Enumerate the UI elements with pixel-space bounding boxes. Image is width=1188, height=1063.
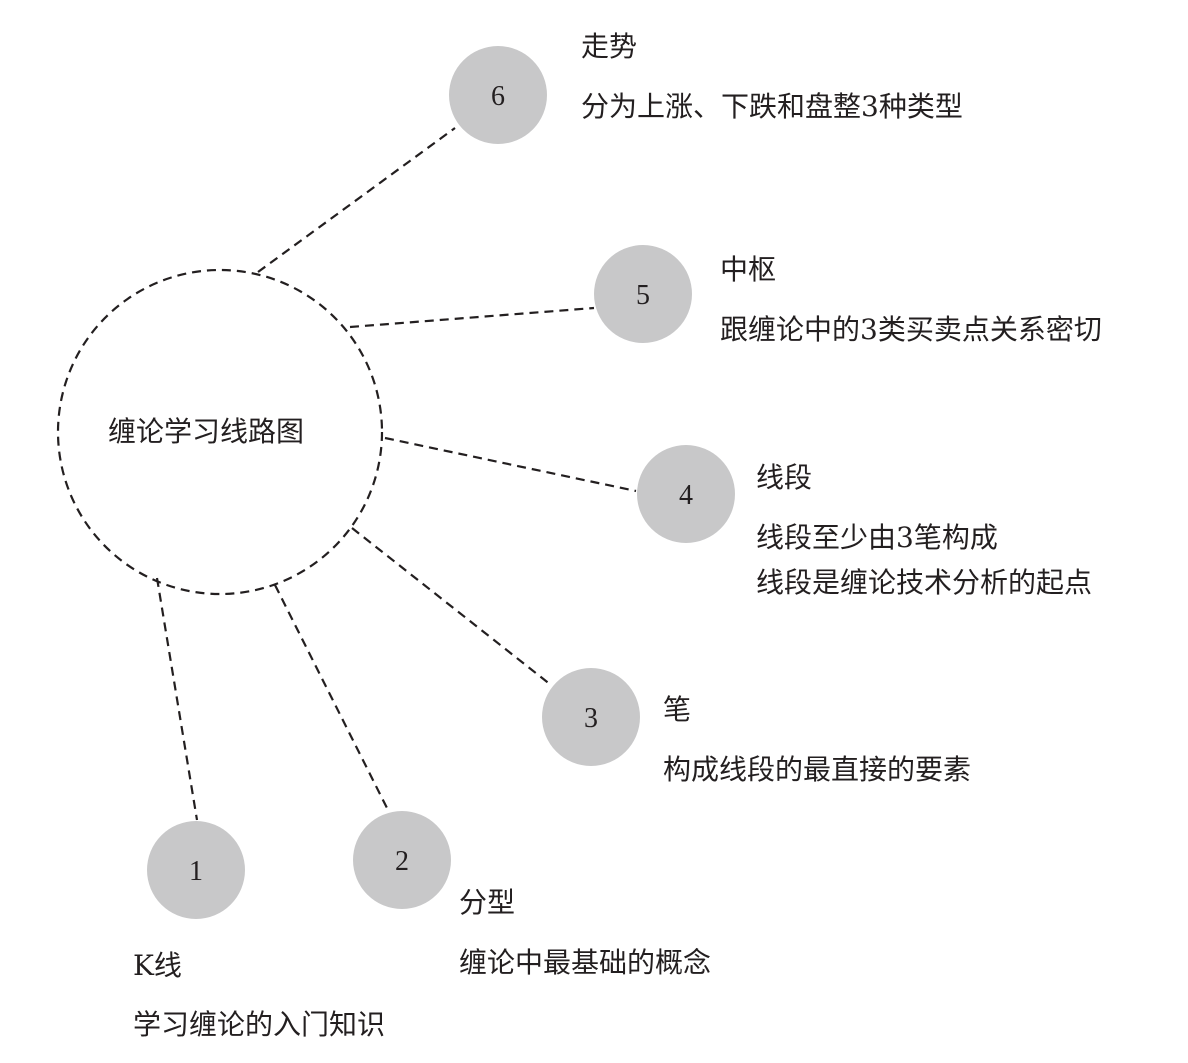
node-number-3: 3 <box>584 703 598 734</box>
node-number-6: 6 <box>491 81 505 112</box>
node-circle-5 <box>594 245 692 343</box>
node-circle-4 <box>637 445 735 543</box>
node-desc-6: 分为上涨、下跌和盘整3种类型 <box>581 90 963 123</box>
node-title-3: 笔 <box>663 693 692 726</box>
connector-6 <box>257 127 456 273</box>
node-desc-4b: 线段是缠论技术分析的起点 <box>756 566 1093 599</box>
node-circle-2 <box>353 811 451 909</box>
node-title-1: K线 <box>133 949 182 982</box>
node-title-2: 分型 <box>459 886 516 919</box>
node-desc-2: 缠论中最基础的概念 <box>459 946 712 979</box>
node-desc-1: 学习缠论的入门知识 <box>133 1008 386 1041</box>
connector-5 <box>349 306 595 329</box>
connector-1 <box>155 577 199 821</box>
node-number-4: 4 <box>679 480 693 511</box>
node-circle-3 <box>542 668 640 766</box>
node-title-5: 中枢 <box>720 253 777 286</box>
node-circle-6 <box>449 46 547 144</box>
connector-2 <box>274 584 389 811</box>
node-desc-4a: 线段至少由3笔构成 <box>756 521 998 554</box>
node-circle-1 <box>147 821 245 919</box>
node-desc-5: 跟缠论中的3类买卖点关系密切 <box>720 313 1102 346</box>
node-number-2: 2 <box>395 846 409 877</box>
center-label: 缠论学习线路图 <box>108 415 305 448</box>
node-title-6: 走势 <box>581 30 638 63</box>
node-number-1: 1 <box>189 856 203 887</box>
node-desc-3: 构成线段的最直接的要素 <box>663 753 972 786</box>
node-title-4: 线段 <box>756 461 813 494</box>
center-circle <box>56 268 384 596</box>
connector-3 <box>351 527 552 686</box>
node-number-5: 5 <box>636 280 650 311</box>
connector-4 <box>384 436 637 493</box>
